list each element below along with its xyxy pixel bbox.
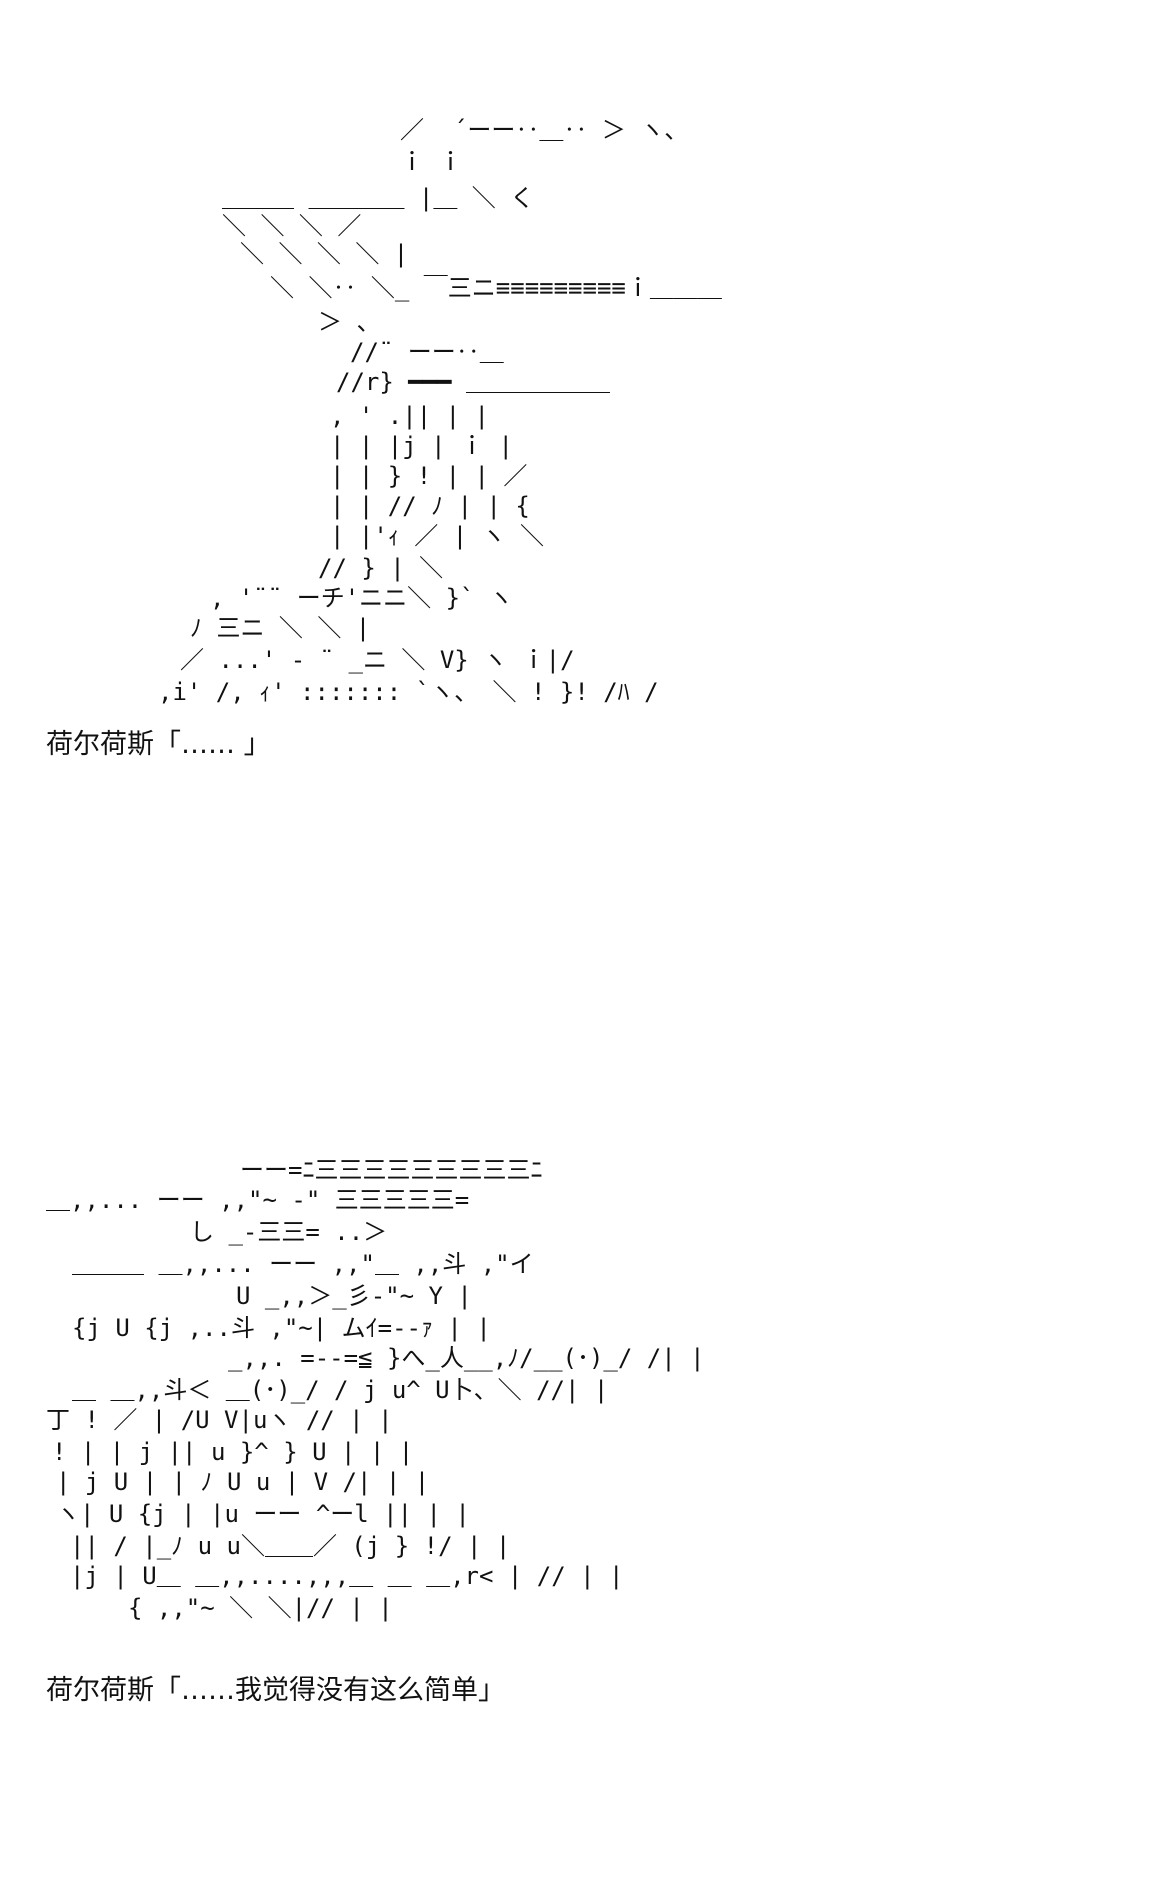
art-line: し _-三三= ..＞ — [190, 1218, 388, 1246]
art-line: ／ ...' - ¨ _ニ ＼ V} ヽ ｉ|/ — [180, 646, 575, 674]
art-line: , '¨¨ ーチ'ニニ＼ }` ヽ — [210, 584, 513, 612]
art-line: ＿ ＿,,斗＜ ＿(･)_/ / j u^ U卜、＼ //| | — [72, 1376, 609, 1404]
art-line: | |'ｨ ／ | ヽ ＼ — [330, 522, 545, 550]
art-line: _,,. =--=≦ }へ_人__,ﾉ/__(･)_/ /| | — [228, 1344, 705, 1372]
art-line: , ' .|| | | — [330, 402, 489, 430]
art-line: ﾉ 三ニ ＼ ＼ | — [190, 614, 371, 642]
art-line: // } | ＼ — [318, 554, 444, 582]
art-line: ＼ ＼‥ ＼_ ￣三ニ≡≡≡≡≡≡≡≡≡ｉ＿＿＿ — [270, 274, 722, 302]
art-line: |j | U＿ ＿,,....,,,＿ ＿ ＿,r< | // | | — [70, 1562, 624, 1590]
art-line: ｉ ｉ — [400, 148, 463, 176]
art-line: | | } ! | | ／ — [330, 462, 528, 490]
art-line: || / |_ﾉ u u＼＿＿／ (j } !/ | | — [70, 1532, 511, 1560]
art-line: ＿,,... ーー ,,"~ -" 三三三三三= — [46, 1186, 470, 1214]
art-line: { ,,"~ ＼ ＼|// | | — [128, 1594, 393, 1622]
art-line: 丁 ! ／ | /U V|uヽ // | | — [46, 1406, 393, 1434]
art-line: ーー=ﾆ三三三三三三三三三ﾆ — [240, 1156, 543, 1184]
art-line: //r} ━━━ ＿＿＿＿＿＿ — [336, 368, 611, 396]
art-line: ! | | j || u }^ } U | | | — [52, 1438, 414, 1466]
art-line: ＼ ＼ ＼ ／ — [222, 212, 362, 240]
art-line: | | // ﾉ | | { — [330, 492, 530, 520]
art-line: | j U | | ﾉ U u | V /| | | — [56, 1468, 430, 1496]
art-line: ＞ 、 — [318, 308, 381, 336]
art-line: ＼ ＼ ＼ ＼ | — [240, 240, 409, 268]
art-line: //¨ ーー‥＿ — [350, 338, 504, 366]
art-line: ＿＿＿ ＿,,... ーー ,,"＿ ,,斗 ,"イ — [72, 1250, 534, 1278]
dialogue-caption: 荷尔荷斯「…… 」 — [46, 729, 271, 760]
art-line: ヽ| U {j | |u ーー ^ーl || | | — [56, 1500, 470, 1528]
art-line: ／ ´ーー‥＿‥ ＞ ヽ、 — [400, 116, 689, 144]
art-line: ,i' /, ｨ' ::::::: `ヽ、 ＼ ! }! /ﾊ / — [158, 678, 659, 706]
dialogue-caption: 荷尔荷斯「……我觉得没有这么简单」 — [46, 1675, 505, 1706]
art-line: | | |j | ｉ | — [330, 432, 513, 460]
art-line: {j U {j ,..斗 ,"~| ムｲ=--ｧ | | — [72, 1314, 491, 1342]
art-line: ＿＿＿ ＿＿＿＿ |＿ ＼ く — [222, 184, 535, 212]
art-line: U _,,＞_彡-"~ Y | — [236, 1282, 472, 1310]
